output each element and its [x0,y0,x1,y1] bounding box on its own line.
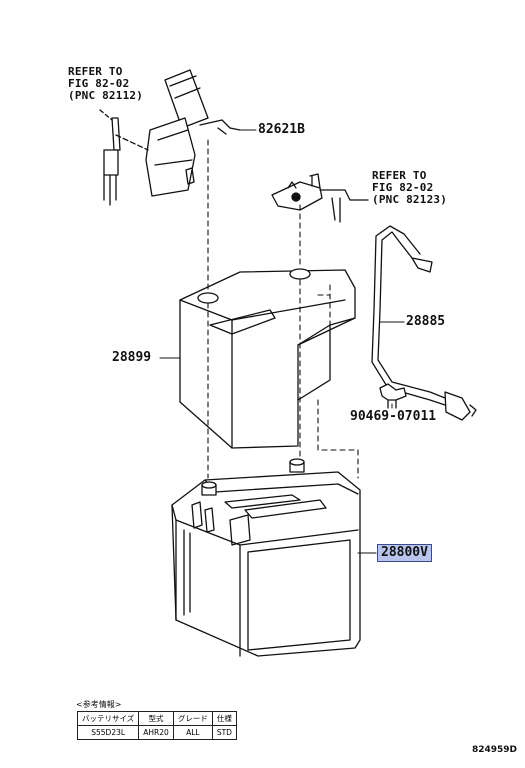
part-label-28899[interactable]: 28899 [112,350,152,365]
refer-line-3: (PNC 82123) [372,193,448,207]
refer-line-2: FIG 82-02 [372,181,434,195]
header-grade: グレード [172,711,213,726]
leader-lines [159,129,405,554]
battery-spec-table: バッテリサイズ 型式 グレード 仕様 S55D23L AHR20 ALL STD [76,711,237,740]
header-spec: 仕様 [211,711,237,726]
cell-spec: STD [211,725,237,740]
cell-model: AHR20 [138,725,174,740]
part-label-28885[interactable]: 28885 [406,314,446,329]
part-label-28800v-highlighted[interactable]: 28800V [377,544,432,563]
spec-header-row: バッテリサイズ 型式 グレード 仕様 [76,711,237,726]
part-label-90469-07011[interactable]: 90469-07011 [350,409,437,424]
refer-line-1: REFER TO [372,169,427,182]
battery-28800V [171,458,361,657]
cell-grade: ALL [172,725,213,740]
part-label-82621b[interactable]: 82621B [258,122,305,137]
positive-terminal-cable [271,173,369,223]
alignment-dashed-lines [207,139,359,479]
battery-cover-28899 [179,268,356,449]
reference-info-note: <参考情報> [76,700,122,709]
battery-vent-hose-28885 [371,225,477,421]
header-battery-size: バッテリサイズ [76,711,140,726]
header-model: 型式 [138,711,174,726]
figure-number: 824959D [471,745,517,755]
refer-line-3: (PNC 82112) [68,89,144,103]
refer-line-1: REFER TO [68,65,123,78]
negative-terminal-cable [99,69,241,206]
refer-to-note-82123: REFER TO FIG 82-02 (PNC 82123) [372,169,448,207]
refer-to-note-82112: REFER TO FIG 82-02 (PNC 82112) [68,65,144,103]
vent-hose-clip-90469 [379,383,407,409]
refer-line-2: FIG 82-02 [68,77,130,91]
cell-battery-size: S55D23L [76,725,140,740]
spec-data-row: S55D23L AHR20 ALL STD [76,725,237,740]
